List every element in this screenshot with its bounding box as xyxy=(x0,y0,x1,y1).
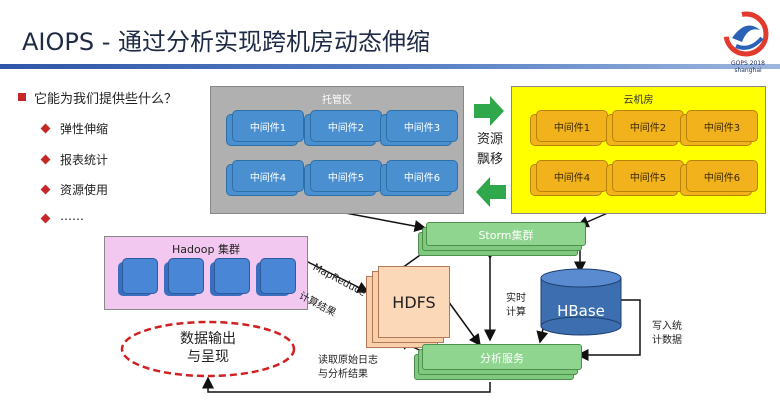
analysis-service: 分析服务 xyxy=(422,344,582,370)
hosting-middleware-6: 中间件6 xyxy=(386,160,458,192)
write-line1: 写入统 xyxy=(652,321,682,332)
hadoop-node xyxy=(260,258,296,294)
cloud-middleware-5: 中间件5 xyxy=(612,160,684,192)
middleware-label: 中间件1 xyxy=(249,123,287,134)
hbase-label: HBase xyxy=(557,302,605,320)
read-line2: 与分析结果 xyxy=(318,369,368,380)
hosting-middleware-3: 中间件3 xyxy=(386,110,458,142)
output-line1: 数据输出 xyxy=(180,331,236,347)
bullet-item: 报表统计 xyxy=(60,153,109,167)
migration-arrow-right-icon xyxy=(474,96,504,126)
analysis-to-output-arrow xyxy=(202,376,491,393)
slide-title: AIOPS - 通过分析实现跨机房动态伸缩 xyxy=(22,28,431,56)
middleware-label: 中间件6 xyxy=(703,173,741,184)
bullet-item: 弹性伸缩 xyxy=(60,122,109,136)
storm-cluster-label: Storm集群 xyxy=(478,229,534,242)
output-line2: 与呈现 xyxy=(187,349,229,365)
middleware-label: 中间件5 xyxy=(327,173,365,184)
hadoop-node xyxy=(214,258,250,294)
analysis-hbase-return-arrow xyxy=(576,299,641,361)
cloud-middleware-3: 中间件3 xyxy=(686,110,758,142)
hosting-middleware-5: 中间件5 xyxy=(310,160,382,192)
realtime-compute-label: 实时 计算 xyxy=(506,292,526,320)
realtime-line1: 实时 xyxy=(506,293,526,304)
title-underline xyxy=(0,64,780,69)
middleware-label: 中间件5 xyxy=(629,173,667,184)
hadoop-node xyxy=(168,258,204,294)
hosting-zone-label: 托管区 xyxy=(322,95,352,106)
question-bullet-icon xyxy=(18,93,26,101)
hosting-middleware-1: 中间件1 xyxy=(232,110,304,142)
hdfs-store: HDFS xyxy=(378,266,450,338)
middleware-label: 中间件2 xyxy=(327,123,365,134)
cloud-middleware-1: 中间件1 xyxy=(536,110,608,142)
gops-logo xyxy=(718,8,774,72)
resource-migration-line2: 飘移 xyxy=(476,152,503,167)
output-ellipse xyxy=(120,320,296,378)
resource-migration-label: 资源 飘移 xyxy=(473,130,507,170)
realtime-line2: 计算 xyxy=(506,307,526,318)
middleware-label: 中间件4 xyxy=(249,173,287,184)
middleware-label: 中间件4 xyxy=(553,173,591,184)
hosting-middleware-4: 中间件4 xyxy=(232,160,304,192)
hadoop-to-hdfs-arrow xyxy=(299,257,370,293)
read-line1: 读取原始日志 xyxy=(318,355,378,366)
question-text: 它能为我们提供些什么？ xyxy=(34,92,178,107)
logo-text: GOPS 2018 shanghai xyxy=(731,60,765,74)
resource-migration-line1: 资源 xyxy=(476,132,503,147)
cloud-middleware-6: 中间件6 xyxy=(686,160,758,192)
hdfs-label: HDFS xyxy=(392,293,436,312)
middleware-label: 中间件1 xyxy=(553,123,591,134)
middleware-label: 中间件2 xyxy=(629,123,667,134)
cloud-middleware-2: 中间件2 xyxy=(612,110,684,142)
storm-cluster: Storm集群 xyxy=(426,222,586,246)
middleware-label: 中间件3 xyxy=(703,123,741,134)
migration-arrow-left-icon xyxy=(476,177,506,207)
hosting-to-storm-arrow xyxy=(339,211,427,232)
middleware-label: 中间件6 xyxy=(403,173,441,184)
cloud-zone-label: 云机房 xyxy=(623,95,654,106)
read-logs-label: 读取原始日志 与分析结果 xyxy=(318,354,378,382)
output-label: 数据输出 与呈现 xyxy=(118,330,298,366)
analysis-service-label: 分析服务 xyxy=(480,352,524,365)
bullet-item: 资源使用 xyxy=(60,183,109,197)
hosting-middleware-2: 中间件2 xyxy=(310,110,382,142)
middleware-label: 中间件3 xyxy=(403,123,441,134)
hadoop-cluster-label: Hadoop 集群 xyxy=(172,243,240,256)
hbase-cylinder-icon xyxy=(540,268,622,336)
write-stats-label: 写入统 计数据 xyxy=(652,320,682,348)
gops-logo-icon xyxy=(723,11,769,57)
bullet-item: …… xyxy=(60,209,84,223)
cloud-middleware-4: 中间件4 xyxy=(536,160,608,192)
write-line2: 计数据 xyxy=(652,335,682,346)
hadoop-node xyxy=(122,258,158,294)
